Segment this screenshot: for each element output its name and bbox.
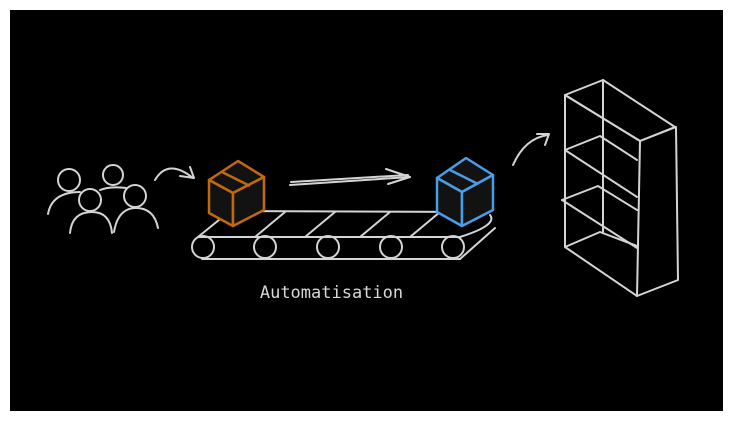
bookshelf-icon [561, 79, 679, 297]
arrow-people-to-box-icon [154, 166, 195, 181]
people-group-icon [47, 164, 159, 234]
diagram-caption: Automatisation [259, 283, 404, 303]
output-box-icon [435, 156, 495, 228]
diagram-canvas [10, 10, 723, 411]
arrow-process-icon [289, 168, 411, 186]
input-box-icon [207, 159, 266, 228]
arrow-to-shelf-icon [512, 133, 550, 166]
